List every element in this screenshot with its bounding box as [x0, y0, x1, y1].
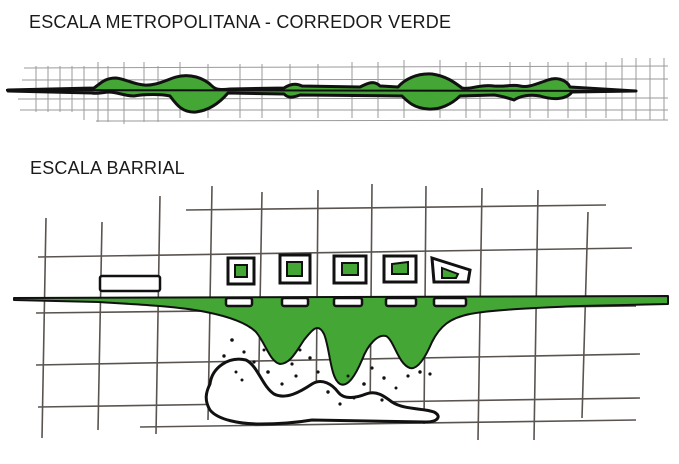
left-building-bar [98, 274, 162, 293]
block-5-icon [430, 255, 472, 284]
block-3-icon [332, 254, 368, 285]
corridor-pavilions [224, 296, 468, 308]
block-1-icon [226, 256, 256, 286]
building-blocks [226, 253, 472, 286]
metropolitan-scale-title: ESCALA METROPOLITANA - CORREDOR VERDE [29, 12, 452, 32]
block-4-icon [382, 254, 418, 284]
open-space-cloud-icon [204, 357, 440, 426]
metropolitan-axis-line [5, 89, 637, 92]
neighborhood-scale-title: ESCALA BARRIAL [30, 158, 185, 178]
neighborhood-green-corridor [13, 295, 669, 386]
stipple-dots [222, 338, 432, 406]
metropolitan-green-corridor [6, 72, 638, 114]
block-2-icon [278, 253, 312, 285]
